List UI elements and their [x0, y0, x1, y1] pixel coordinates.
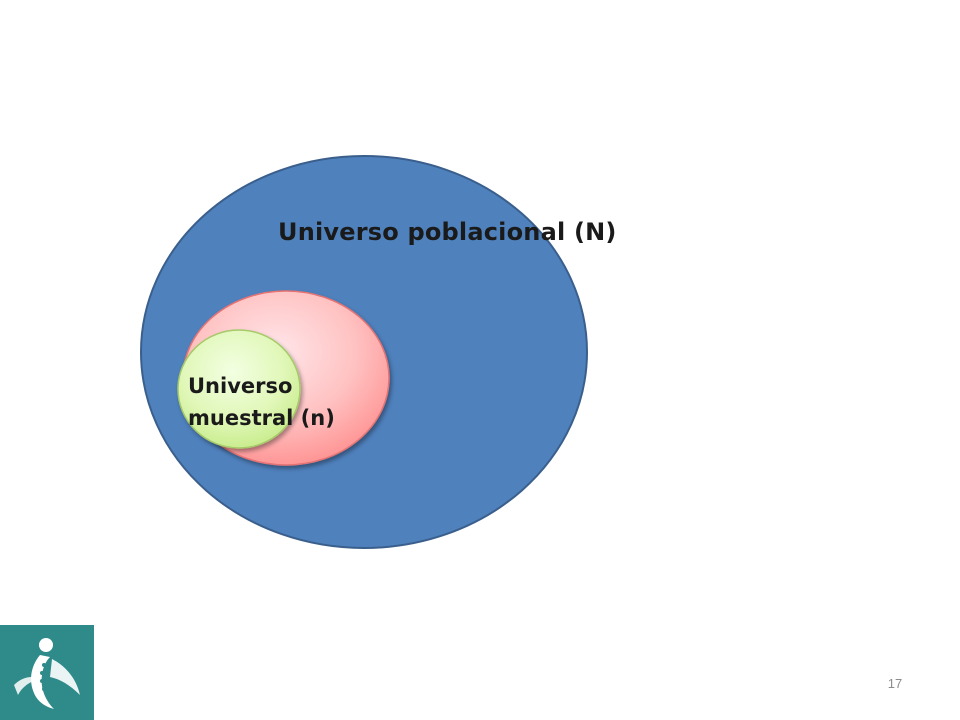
inner-set-label: Universo muestral (n) — [188, 370, 358, 434]
inner-set-sample — [177, 329, 301, 449]
inner-set-label-line2: muestral (n) — [188, 406, 335, 430]
inner-set-label-line1: Universo — [188, 374, 293, 398]
page-number: 17 — [887, 676, 903, 691]
stylized-figure-logo-icon — [0, 625, 94, 720]
outer-set-label: Universo poblacional (N) — [278, 218, 617, 246]
